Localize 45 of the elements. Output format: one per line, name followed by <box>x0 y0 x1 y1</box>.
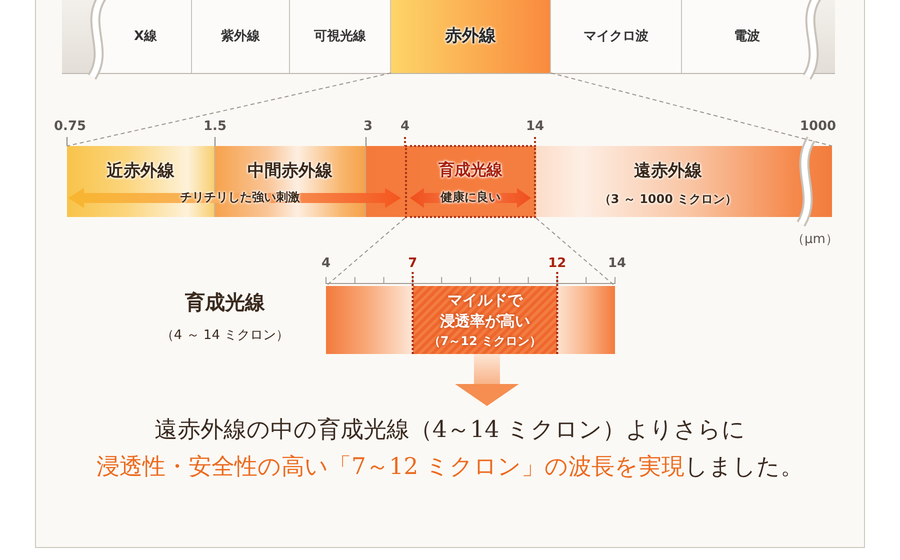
block-arrow <box>454 354 519 406</box>
tick-label: 7 <box>408 256 418 272</box>
range-note: （4 ～ 14 ミクロン） <box>160 328 290 344</box>
tick-label: 4 <box>400 119 410 135</box>
tick-label: 4 <box>321 256 331 272</box>
highlighted-spectrum-cell <box>391 0 551 73</box>
summary-text: 遠赤外線の中の育成光線（4～14 ミクロン）よりさらに浸透性・安全性の高い「7～12 ミクロン」の波長を実現しました。 <box>96 406 804 486</box>
dashed-guide-line <box>536 218 616 286</box>
arrow-label: チリチリした強い刺激 <box>180 190 300 205</box>
range-note: 健康に良い <box>440 190 500 205</box>
band-label: 育成光線 <box>438 160 502 180</box>
dashed-guide-line <box>326 218 406 286</box>
spectrum-cell <box>192 0 290 73</box>
spectrum-cell <box>682 0 812 73</box>
hatched-range-segment <box>412 286 558 354</box>
tick-label: 1000 <box>800 119 836 135</box>
dashed-guide-line <box>66 72 392 146</box>
spectrum-cell <box>100 0 192 73</box>
spectrum-label: マイクロ波 <box>584 28 648 44</box>
spectrum-cell <box>290 0 391 73</box>
spectrum-label: X線 <box>134 28 158 44</box>
tick-label: 14 <box>526 119 544 135</box>
bar-title: 育成光線 <box>185 290 265 315</box>
tick-label: 14 <box>608 256 626 272</box>
range-note: （3 ～ 1000 ミクロン） <box>598 192 738 207</box>
tick-label: 0.75 <box>54 119 86 135</box>
wavelength-band <box>215 146 366 217</box>
dashed-guide-line <box>550 72 832 146</box>
tick-label: 1.5 <box>203 119 227 135</box>
tick-label: 3 <box>363 119 373 135</box>
unit-label: （μm） <box>792 232 838 248</box>
spectrum-label: 電波 <box>734 28 760 44</box>
wavelength-band <box>366 146 832 217</box>
spectrum-label: 紫外線 <box>221 28 260 44</box>
band-label: 遠赤外線 <box>634 161 702 182</box>
spectrum-label: 可視光線 <box>314 28 366 44</box>
spectrum-label: 赤外線 <box>445 26 496 47</box>
band-label: 中間赤外線 <box>248 161 332 182</box>
segment-label: マイルドで <box>447 290 522 311</box>
dotted-range-box <box>405 145 536 218</box>
range-note: （7～12 ミクロン） <box>428 333 542 350</box>
band-label: 近赤外線 <box>106 161 174 182</box>
spectrum-cell <box>551 0 682 73</box>
tick-label: 12 <box>548 256 566 272</box>
segment-label: 浸透率が高い <box>440 311 530 332</box>
